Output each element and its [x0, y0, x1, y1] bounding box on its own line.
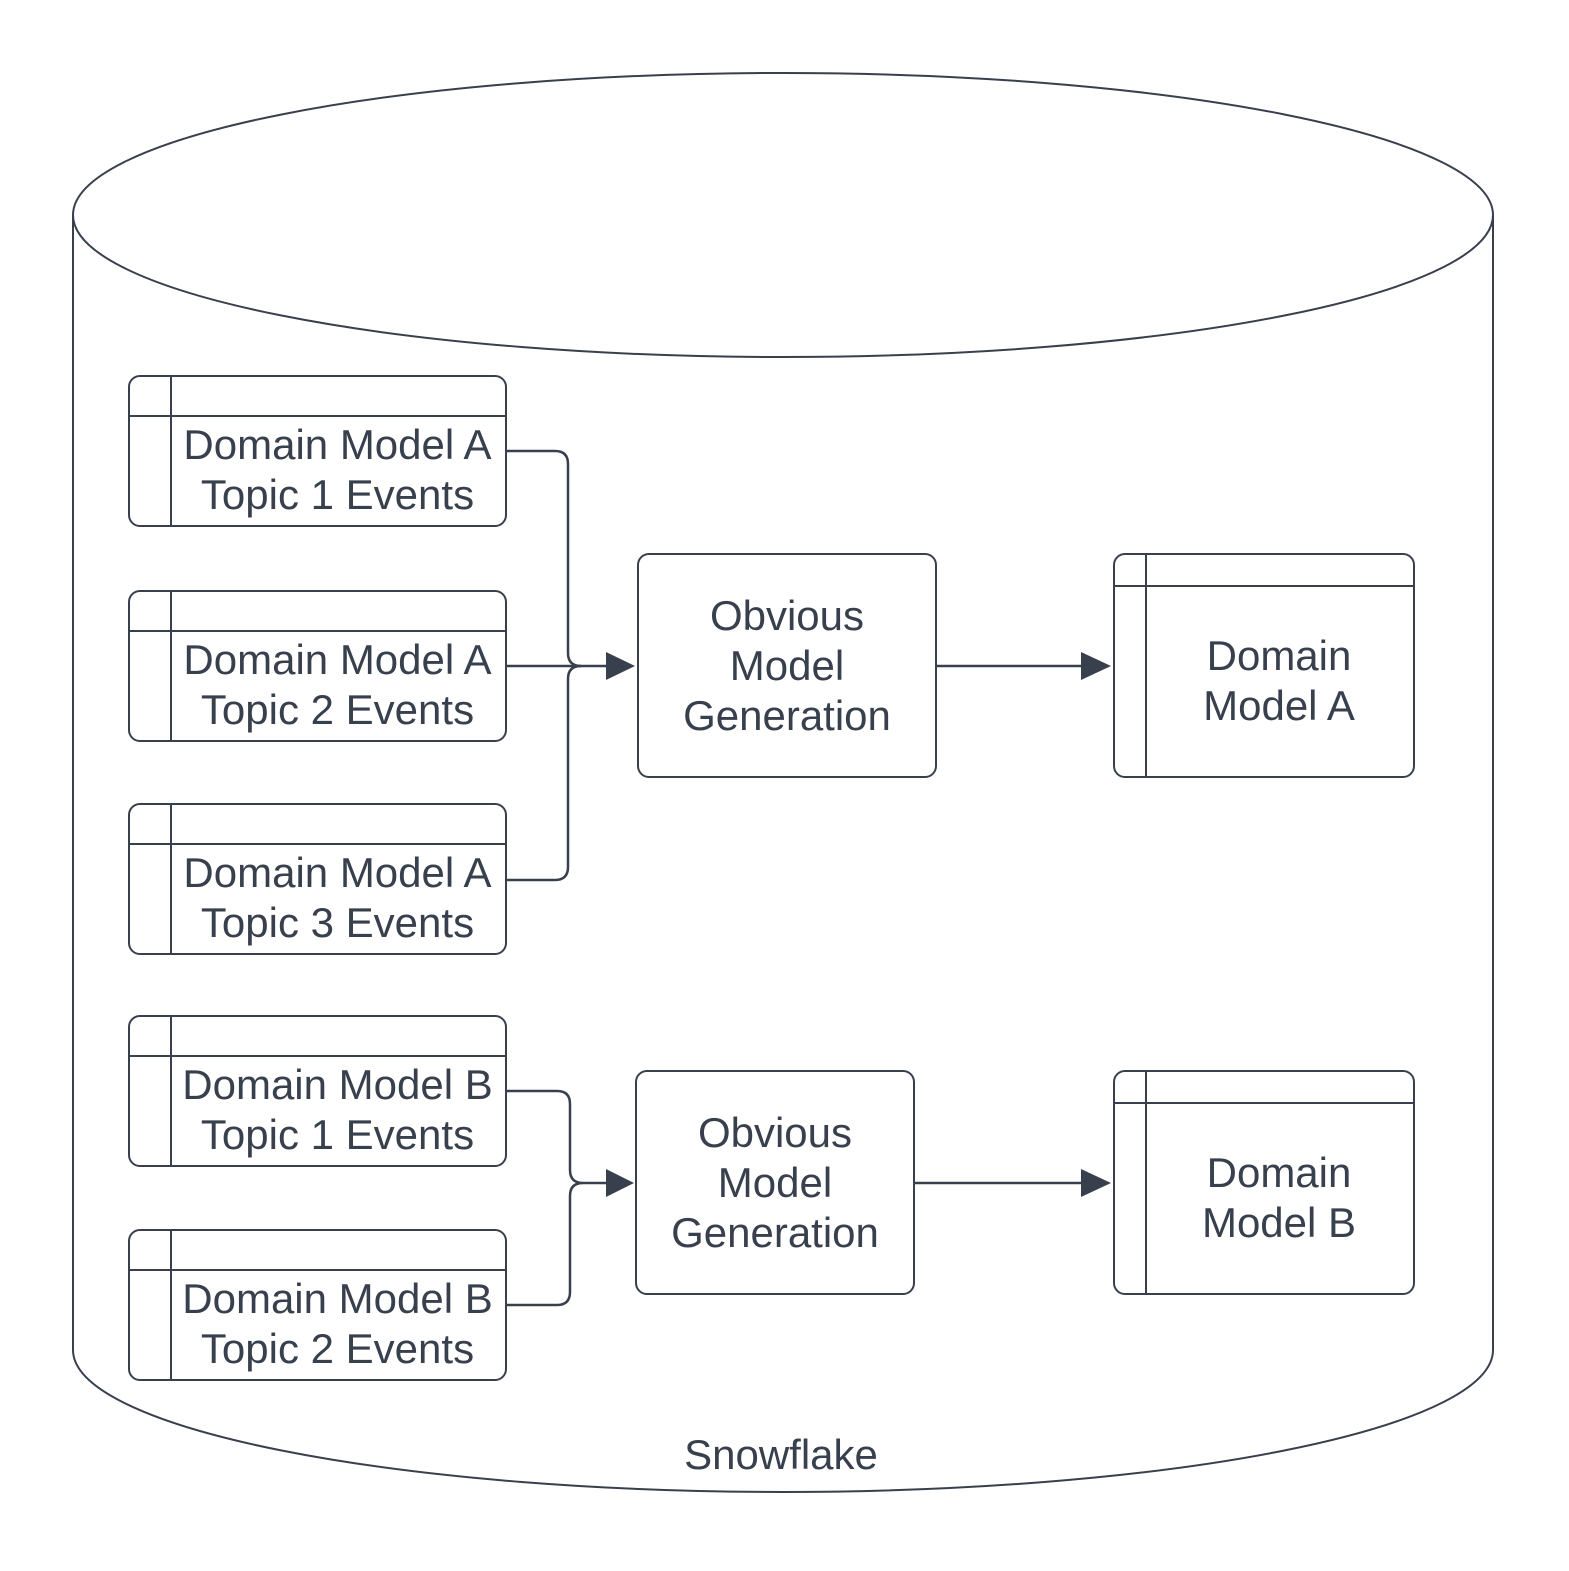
table-node-label: Domain Model A	[1203, 631, 1355, 729]
table-node-domain-model-a-topic-1-events: Domain Model A Topic 1 Events	[128, 375, 507, 527]
table-node-label: Domain Model A Topic 1 Events	[183, 421, 492, 518]
table-node-domain-model-b-topic-1-events: Domain Model B Topic 1 Events	[128, 1015, 507, 1167]
table-node-label: Domain Model A Topic 2 Events	[183, 636, 492, 733]
table-node-domain-model-a-topic-3-events: Domain Model A Topic 3 Events	[128, 803, 507, 955]
process-node-label: Obvious Model Generation	[683, 591, 891, 739]
arrowhead-a-into-process-icon	[606, 652, 635, 680]
cylinder-top-ellipse	[72, 72, 1494, 358]
arrowhead-a-into-output-icon	[1081, 652, 1111, 680]
process-node-label: Obvious Model Generation	[671, 1108, 879, 1256]
process-node-obvious-model-generation-b: Obvious Model Generation	[635, 1070, 915, 1295]
table-node-domain-model-a: Domain Model A	[1113, 553, 1415, 778]
arrowhead-b-into-output-icon	[1081, 1169, 1111, 1197]
cylinder-bottom-arc	[72, 1349, 1494, 1493]
connector-b-topic1-to-merge	[507, 1089, 584, 1185]
connector-a-topic3-to-merge	[507, 664, 582, 882]
snowflake-label: Snowflake	[684, 1431, 878, 1478]
table-node-domain-model-a-topic-2-events: Domain Model A Topic 2 Events	[128, 590, 507, 742]
table-node-label: Domain Model B Topic 1 Events	[182, 1061, 493, 1158]
table-node-label: Domain Model B	[1201, 1148, 1357, 1246]
table-node-label: Domain Model B Topic 2 Events	[182, 1275, 493, 1372]
table-node-domain-model-b: Domain Model B	[1113, 1070, 1415, 1295]
table-node-domain-model-b-topic-2-events: Domain Model B Topic 2 Events	[128, 1229, 507, 1381]
connector-b-merge-stub	[507, 1181, 584, 1307]
arrowhead-b-into-process-icon	[606, 1169, 634, 1197]
connector-a-topic1-to-merge	[507, 449, 582, 668]
process-node-obvious-model-generation-a: Obvious Model Generation	[637, 553, 937, 778]
table-node-label: Domain Model A Topic 3 Events	[183, 849, 492, 946]
